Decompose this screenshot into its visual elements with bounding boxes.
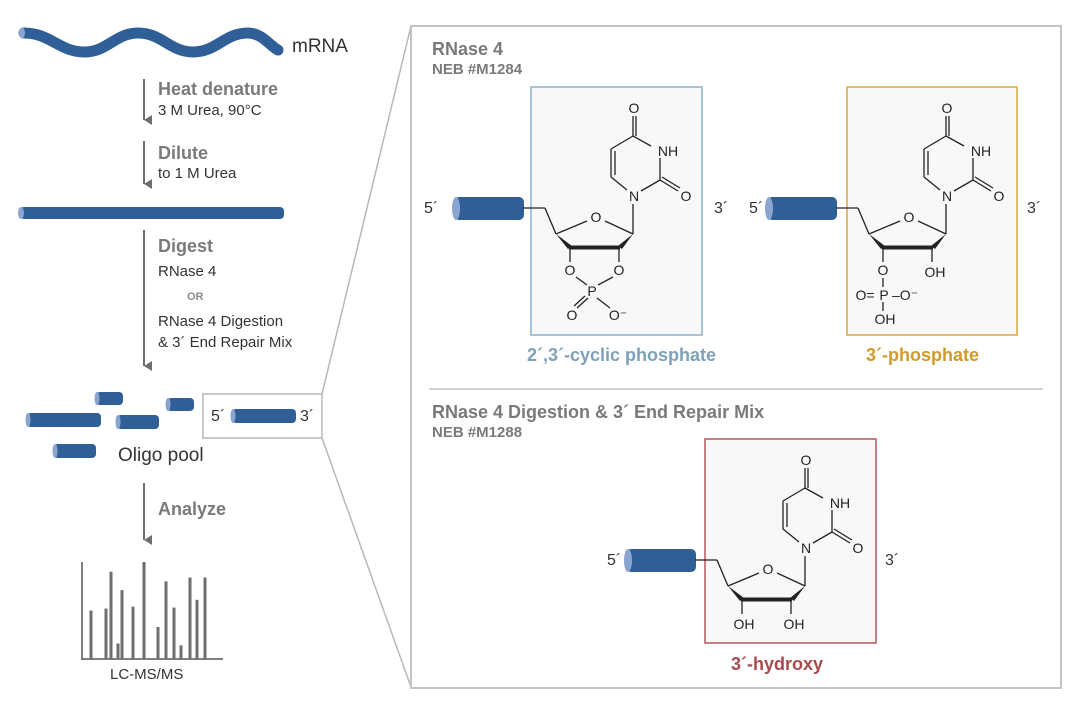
cyclic-phosphate-caption: 2´,3´-cyclic phosphate	[527, 345, 717, 365]
repair-mix-title: RNase 4 Digestion & 3´ End Repair Mix	[432, 402, 765, 422]
repair-mix-catalog-number: NEB #M1288	[432, 424, 523, 441]
connector-line-top	[321, 25, 412, 395]
svg-text:NH: NH	[658, 143, 678, 159]
svg-text:OH: OH	[734, 616, 755, 632]
mrna-label: mRNA	[292, 36, 348, 57]
step-digest-title: Digest	[158, 236, 214, 256]
linear-rna-icon	[18, 207, 284, 219]
oligo-pool-label: Oligo pool	[118, 445, 204, 466]
spectrum-label: LC-MS/MS	[110, 666, 184, 683]
svg-text:O=: O=	[855, 287, 874, 303]
svg-text:N: N	[801, 540, 811, 556]
phosphate-3prime: 3´	[1027, 200, 1042, 217]
hydroxy-3prime: 3´	[885, 552, 900, 569]
step-dilute-detail: to 1 M Urea	[158, 165, 237, 182]
svg-text:OH: OH	[784, 616, 805, 632]
svg-text:O: O	[878, 262, 889, 278]
ms-spectrum-icon	[81, 562, 223, 660]
svg-text:–O⁻: –O⁻	[892, 287, 918, 303]
3-phosphate-caption: 3´-phosphate	[866, 345, 980, 365]
svg-text:P: P	[587, 283, 596, 299]
phosphate-5prime: 5´	[749, 200, 764, 217]
connector-line-bottom	[321, 437, 412, 688]
svg-text:O: O	[614, 262, 625, 278]
svg-text:N: N	[629, 188, 639, 204]
step-digest-option-2-line-1: RNase 4 Digestion	[158, 313, 284, 330]
svg-text:O: O	[565, 262, 576, 278]
step-digest-option-2-line-2: & 3´ End Repair Mix	[158, 334, 293, 351]
rnase4-catalog-number: NEB #M1284	[432, 61, 523, 78]
hydroxy-5prime: 5´	[607, 552, 622, 569]
svg-text:O: O	[904, 209, 915, 225]
step-heat-denature-detail: 3 M Urea, 90°C	[158, 102, 262, 119]
rnase4-title: RNase 4	[432, 39, 504, 59]
svg-text:P: P	[879, 287, 888, 303]
zoom-box-5prime: 5´	[211, 408, 226, 425]
step-digest-option-1: RNase 4	[158, 263, 217, 280]
3-hydroxy-caption: 3´-hydroxy	[731, 654, 824, 674]
svg-text:O: O	[591, 209, 602, 225]
3-hydroxy-structure: O N O NH O OH OH	[624, 452, 864, 632]
svg-text:O: O	[763, 561, 774, 577]
svg-text:O: O	[853, 540, 864, 556]
3-phosphate-box	[846, 86, 1018, 336]
svg-text:N: N	[942, 188, 952, 204]
svg-text:OH: OH	[875, 311, 896, 327]
mrna-strand-icon	[18, 27, 284, 58]
svg-text:O: O	[994, 188, 1005, 204]
svg-text:O: O	[567, 307, 578, 323]
step-dilute-title: Dilute	[158, 143, 209, 163]
cyclic-3prime: 3´	[714, 200, 729, 217]
svg-text:O: O	[942, 100, 953, 116]
svg-text:O: O	[801, 452, 812, 468]
step-analyze-title: Analyze	[158, 499, 227, 519]
cyclic-phosphate-box	[530, 86, 703, 336]
step-heat-denature-title: Heat denature	[158, 79, 279, 99]
svg-text:NH: NH	[830, 495, 850, 511]
oligo-fragments-icon	[25, 392, 194, 458]
detail-panel	[410, 25, 1062, 689]
zoom-box-3prime: 3´	[300, 408, 315, 425]
svg-text:O⁻: O⁻	[609, 307, 627, 323]
svg-text:OH: OH	[925, 264, 946, 280]
step-digest-or: OR	[187, 291, 204, 303]
cyclic-5prime: 5´	[424, 200, 439, 217]
zoom-box	[202, 393, 323, 439]
svg-text:O: O	[629, 100, 640, 116]
svg-text:O: O	[681, 188, 692, 204]
svg-text:NH: NH	[971, 143, 991, 159]
